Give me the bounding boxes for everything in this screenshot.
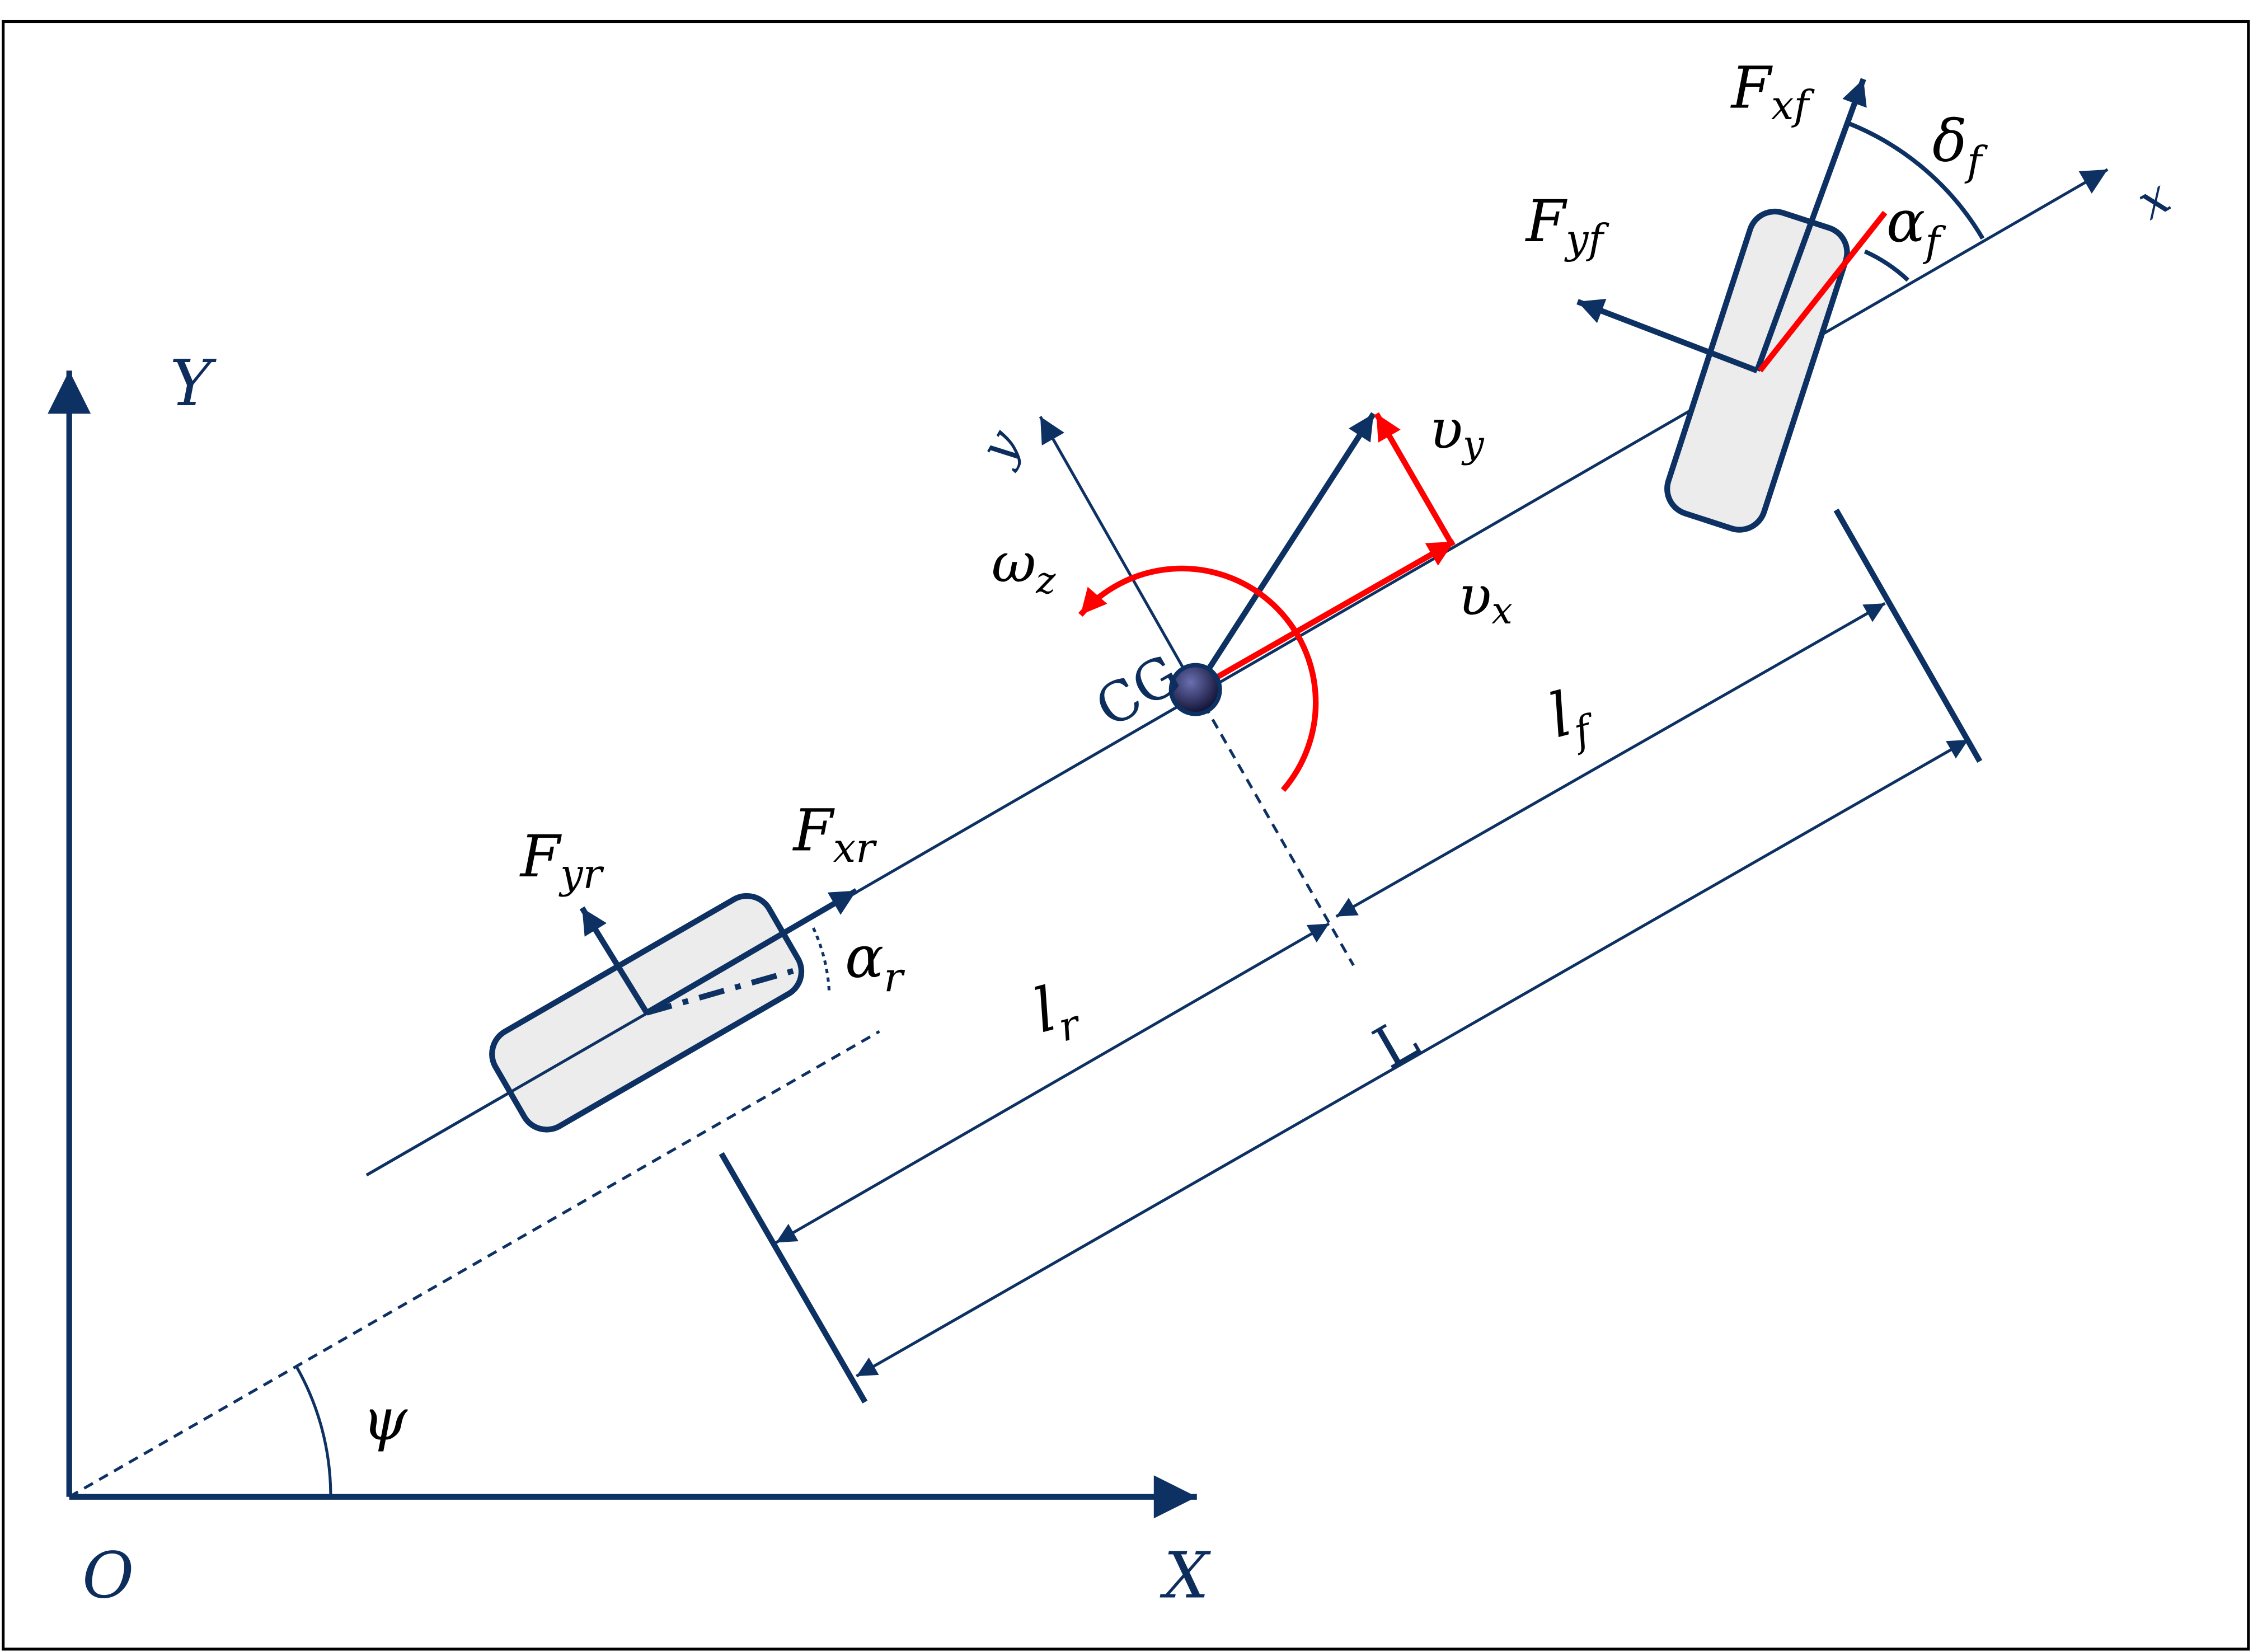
fxf-label: Fxf [1730, 55, 1815, 129]
vx-vector [1194, 539, 1456, 692]
yaw-rate-arc [1078, 565, 1319, 792]
rear-axle-tick [719, 1152, 868, 1404]
velocity-vector [1193, 412, 1376, 691]
body-y-axis [1039, 416, 1197, 691]
fyr-label: Fyr [519, 824, 604, 898]
vy-label: υy [1430, 398, 1485, 466]
rear-lateral-force [579, 906, 650, 1015]
front-velocity-direction [1758, 210, 1888, 373]
front-longitudinal-force [1754, 78, 1867, 372]
global-x-label: X [1160, 1538, 1212, 1612]
wheelbase-dimension-line [856, 738, 1969, 1378]
omega-label: ωz [992, 532, 1057, 603]
rear-velocity-direction [646, 966, 799, 1016]
global-y-label: Y [170, 346, 217, 420]
frame-border [2, 20, 2250, 1651]
front-axle-tick [1833, 508, 1983, 763]
yaw-angle-label: ψ [362, 1387, 408, 1453]
steering-angle-arc [1848, 121, 1985, 240]
rear-longitudinal-force [645, 888, 858, 1016]
front-slip-angle-arc [1864, 249, 1910, 282]
vy-vector [1374, 412, 1454, 545]
cg-point [1168, 663, 1222, 716]
fyf-label: Fyf [1525, 189, 1610, 262]
heading-dashed-line [68, 1030, 880, 1498]
front-lateral-force [1576, 299, 1758, 374]
yaw-angle-arc [295, 1365, 332, 1497]
origin-label: O [82, 1538, 134, 1612]
